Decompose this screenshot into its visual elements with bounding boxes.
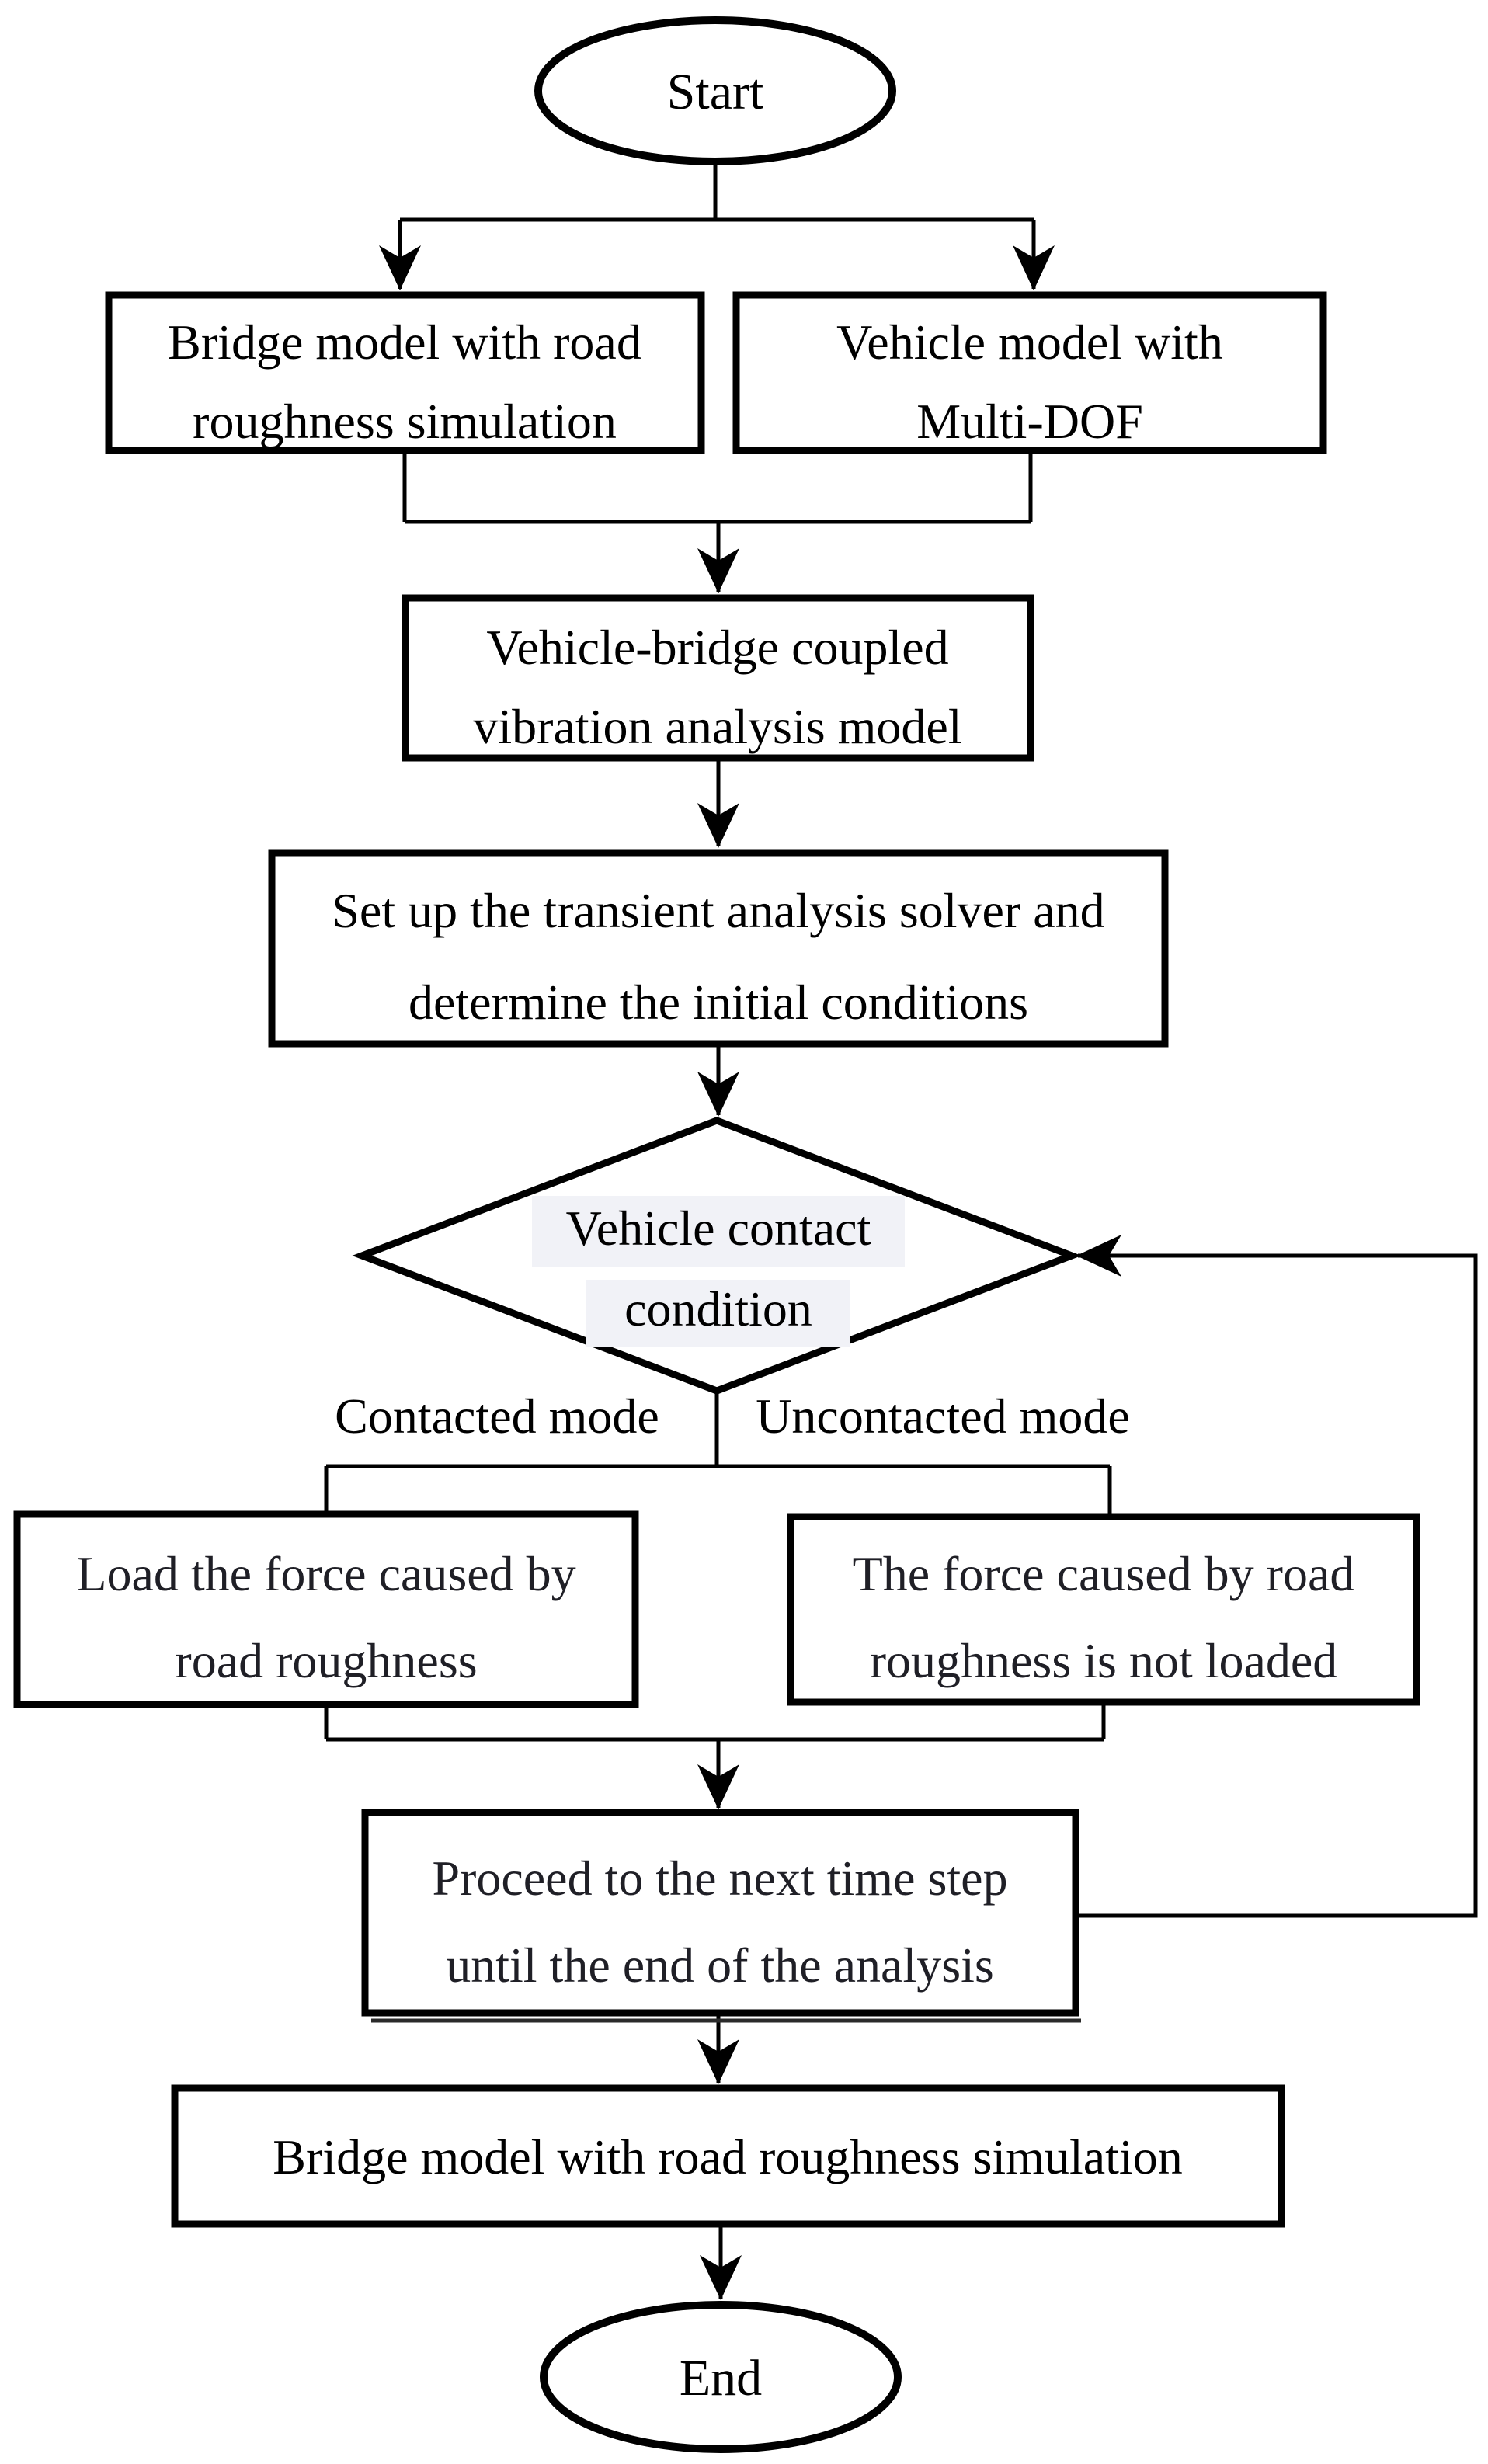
uncontacted-mode-label: Uncontacted mode (756, 1388, 1130, 1444)
solver-setup-box (268, 849, 1169, 1048)
coupled-model-box (402, 594, 1034, 762)
vehicle-model-line1: Vehicle model with (836, 315, 1223, 370)
edge-loop-back-arrow (1076, 1235, 1478, 1918)
force-not-loaded-line2: roughness is not loaded (870, 1633, 1338, 1688)
node-force-not-loaded: The force caused by road roughness is no… (787, 1513, 1420, 1706)
node-bridge-roughness-sim: Bridge model with road roughness simulat… (171, 2084, 1285, 2228)
vehicle-model-box (732, 291, 1327, 454)
load-force-line2: road roughness (175, 1633, 477, 1688)
force-not-loaded-line1: The force caused by road (853, 1546, 1355, 1601)
load-force-line1: Load the force caused by (76, 1546, 575, 1601)
contact-condition-highlight1 (532, 1196, 905, 1267)
bridge-model-line1: Bridge model with road (168, 315, 641, 370)
node-solver-setup: Set up the transient analysis solver and… (268, 849, 1169, 1048)
coupled-model-line1: Vehicle-bridge coupled (486, 620, 948, 675)
node-start: Start (534, 16, 896, 165)
node-next-time-step: Proceed to the next time step until the … (361, 1809, 1081, 2023)
node-load-force: Load the force caused by road roughness (13, 1510, 639, 1708)
start-ellipse (534, 16, 896, 165)
bridge-model-line2: roughness simulation (193, 394, 617, 449)
next-time-step-line2: until the end of the analysis (446, 1937, 994, 1993)
next-time-step-box (361, 1809, 1079, 2017)
load-force-box (13, 1510, 639, 1708)
node-bridge-model: Bridge model with road roughness simulat… (105, 291, 705, 454)
force-not-loaded-box (787, 1513, 1420, 1706)
bridge-roughness-sim-label: Bridge model with road roughness simulat… (273, 2129, 1182, 2184)
contacted-mode-label: Contacted mode (335, 1388, 659, 1444)
node-end: End (540, 2301, 902, 2453)
end-label: End (680, 2350, 762, 2407)
bridge-model-box (105, 291, 705, 454)
node-vehicle-model: Vehicle model with Multi-DOF (732, 291, 1327, 454)
vehicle-model-line2: Multi-DOF (916, 394, 1143, 449)
start-label: Start (667, 64, 764, 120)
connectors (324, 162, 1478, 2300)
branch-labels: Contacted mode Uncontacted mode (335, 1388, 1130, 1444)
coupled-model-line2: vibration analysis model (473, 699, 961, 754)
contact-condition-line1: Vehicle contact (566, 1201, 871, 1256)
node-contact-condition: Vehicle contact condition (352, 1117, 1082, 1395)
solver-setup-line1: Set up the transient analysis solver and (332, 883, 1104, 938)
contact-condition-line2: condition (624, 1281, 812, 1336)
next-time-step-line1: Proceed to the next time step (432, 1851, 1007, 1906)
contact-condition-highlight2 (586, 1280, 850, 1347)
end-ellipse (540, 2301, 902, 2453)
solver-setup-line2: determine the initial conditions (409, 975, 1028, 1030)
node-coupled-model: Vehicle-bridge coupled vibration analysi… (402, 594, 1034, 762)
bridge-roughness-sim-box (171, 2084, 1285, 2228)
